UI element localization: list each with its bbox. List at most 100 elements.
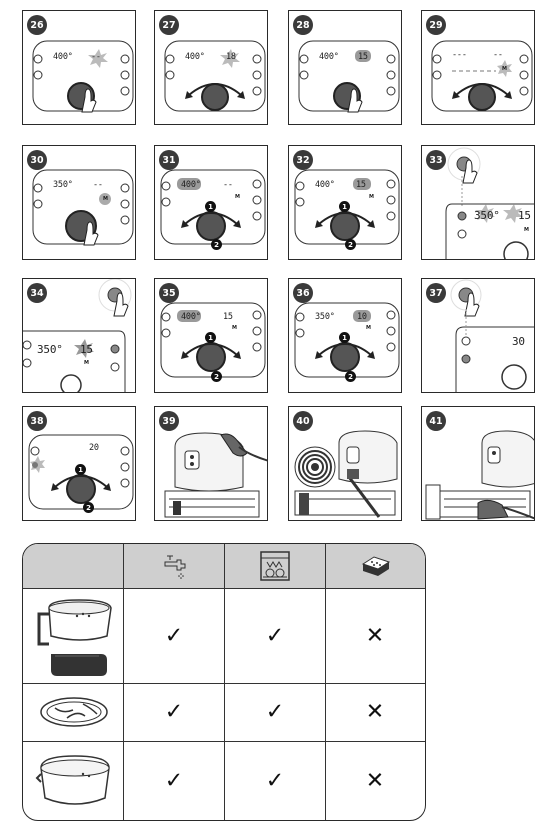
step-number-badge: 33 [426,150,446,170]
step-38-panel: 38 20 1 2 [22,406,136,521]
column-divider [123,544,125,820]
dishwasher-mark-mesh: ✓ [265,699,285,725]
timer-display: 30 [512,335,525,348]
step-34-panel: 34 350° 15 M [22,278,136,393]
step-number-badge: 40 [293,411,313,431]
temperature-display: 400° [185,52,205,62]
step-26-panel: 26 400° -- [22,10,136,125]
tap-water-mark-mesh: ✓ [164,699,184,725]
sponge-mark-mesh: ✕ [365,699,385,725]
step-number-badge: 32 [293,150,313,170]
step-39-panel: 39 [154,406,268,521]
step-41-panel: 41 [421,406,535,521]
step-30-panel: 30 350° -- M [22,145,136,260]
tap-water-icon [164,555,186,579]
basket-and-mesh-icon [37,599,112,676]
dishwasher-mark-basket: ✓ [265,623,285,649]
callout-two: 2 [211,239,222,250]
mode-indicator: M [103,196,108,202]
callout-two: 2 [83,502,94,513]
control-panel-illustration [160,169,266,245]
mode-indicator: M [369,194,374,200]
step-number-badge: 34 [27,283,47,303]
temperature-display: 400° [53,52,73,62]
step-number-badge: 41 [426,411,446,431]
control-panel-illustration [445,147,534,259]
control-panel-illustration [28,434,134,510]
step-27-panel: 27 400° 18 [154,10,268,125]
temperature-display: 350° [53,180,73,190]
dishwasher-icon [260,551,290,581]
step-35-panel: 35 400° 15 M 1 2 [154,278,268,393]
row-divider [23,588,425,590]
callout-two: 2 [345,239,356,250]
step-29-panel: 29 --- -- M [421,10,535,125]
mode-indicator: M [232,325,237,331]
temperature-display: 350° [315,312,335,322]
tap-water-mark-basket: ✓ [164,623,184,649]
sponge-mark-basket: ✕ [365,623,385,649]
timer-display: 15 [518,209,531,222]
temperature-display: --- [452,50,467,60]
timer-display: -- [493,50,503,60]
row-divider [23,741,425,743]
timer-display: 15 [356,180,366,190]
control-panel-illustration [450,279,534,392]
step-number-badge: 27 [159,15,179,35]
temperature-display: 400° [319,52,339,62]
step-32-panel: 32 400° 15 M 1 2 [288,145,402,260]
mode-indicator: M [84,360,89,366]
timer-display: -- [223,180,233,190]
step-number-badge: 39 [159,411,179,431]
callout-one: 1 [339,201,350,212]
mode-indicator: M [366,325,371,331]
control-panel-illustration [164,40,266,112]
timer-display: 20 [89,443,99,453]
drawer-wiping-illustration [425,430,534,520]
callout-one: 1 [205,201,216,212]
temperature-display: 350° [37,343,63,356]
row-divider [23,683,425,685]
control-panel-illustration [32,169,134,246]
tap-water-mark-drawer: ✓ [164,768,184,794]
timer-display: -- [93,180,103,190]
step-36-panel: 36 350° 10 M 1 2 [288,278,402,393]
step-number-badge: 26 [27,15,47,35]
callout-one: 1 [339,332,350,343]
control-panel-illustration [431,40,533,112]
step-number-badge: 30 [27,150,47,170]
callout-two: 2 [211,371,222,382]
control-panel-illustration [32,40,134,113]
airfryer-cleaning-illustration [164,432,267,518]
mode-indicator: M [235,194,240,200]
drawer-icon [35,755,110,805]
mesh-insert-icon [40,697,108,727]
callout-one: 1 [205,332,216,343]
step-31-panel: 31 400° -- M 1 2 [154,145,268,260]
mode-indicator: M [524,227,529,233]
timer-display: 10 [357,312,367,322]
timer-display: -- [91,52,101,62]
sponge-icon [361,556,391,576]
timer-display: 15 [358,52,368,62]
temperature-display: 400° [181,180,201,190]
timer-display: 15 [80,343,93,356]
step-number-badge: 29 [426,15,446,35]
timer-display: 15 [223,312,233,322]
timer-display: 18 [226,52,236,62]
column-divider [325,544,327,820]
temperature-display: 350° [474,209,500,222]
control-panel-illustration [298,40,400,113]
temperature-display: 400° [181,312,201,322]
step-37-panel: 37 30 [421,278,535,393]
callout-two: 2 [345,371,356,382]
step-number-badge: 31 [159,150,179,170]
mode-indicator: M [502,66,507,72]
cleaning-compatibility-table: ✓ ✓ ✕ ✓ ✓ ✕ ✓ ✓ ✕ [22,543,426,821]
step-28-panel: 28 400° 15 [288,10,402,125]
step-number-badge: 36 [293,283,313,303]
temperature-display: 400° [315,180,335,190]
step-number-badge: 28 [293,15,313,35]
step-number-badge: 37 [426,283,446,303]
control-panel-illustration [294,302,400,378]
